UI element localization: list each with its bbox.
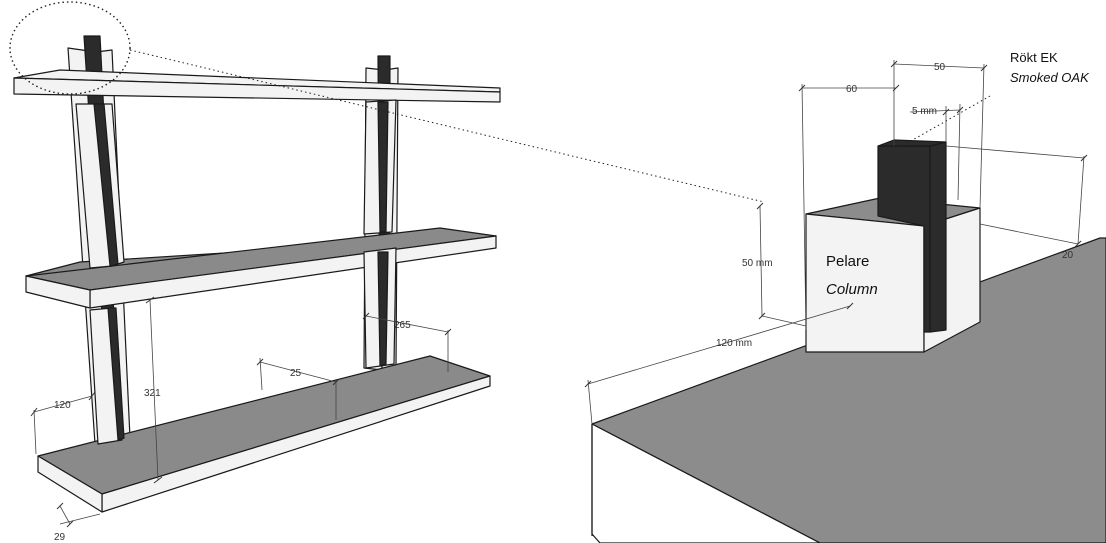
part-label: Pelare — [826, 253, 869, 270]
top-shelf — [13, 69, 501, 103]
steel-bar-top — [877, 139, 947, 147]
dim-120-label: 120 — [54, 400, 71, 411]
dim-25: 25 — [256, 357, 340, 420]
material-label: Rökt EK — [1010, 50, 1058, 65]
dim-5mm-label: 5 mm — [912, 106, 937, 117]
dim-120mm-label: 120 mm — [716, 338, 752, 349]
dim-5mm: 5 mm — [909, 103, 964, 201]
top-shelf-front — [13, 77, 501, 103]
left-steel-mid — [93, 103, 119, 267]
dim-60: 60 — [798, 83, 900, 331]
dim-25-label: 25 — [290, 368, 302, 379]
right-steel-low — [377, 251, 389, 367]
detail-view: 60 50 5 mm 50 mm — [584, 50, 1106, 543]
left-steel-low — [107, 307, 125, 441]
detail-callout-circle — [9, 1, 131, 95]
dim-29: 29 — [54, 502, 101, 543]
dim-20-label: 20 — [1062, 250, 1074, 261]
dim-60-label: 60 — [846, 84, 858, 95]
dim-120: 120 — [30, 391, 96, 455]
detail-callout-leader — [129, 49, 765, 203]
dim-120mm: 120 mm — [584, 302, 854, 425]
dim-29-label: 29 — [54, 532, 66, 543]
dim-50-label: 50 — [934, 62, 946, 73]
right-steel-mid — [377, 101, 389, 233]
middle-shelf-side — [25, 275, 91, 309]
dim-321: 321 — [144, 296, 163, 484]
part-label-en: Column — [826, 281, 878, 298]
steel-bar-side — [929, 141, 947, 333]
dim-50mm: 50 mm — [742, 202, 807, 327]
dim-321-label: 321 — [144, 388, 161, 399]
bottom-shelf — [37, 355, 491, 513]
shelf-unit: 120 321 25 265 — [9, 1, 765, 543]
material-leader — [901, 95, 991, 147]
dim-265-label: 265 — [394, 320, 411, 331]
dim-265: 265 — [362, 312, 452, 372]
dim-50: 50 — [890, 60, 988, 209]
dim-50mm-label: 50 mm — [742, 258, 773, 269]
dim-20: 20 — [945, 145, 1088, 261]
material-label-en: Smoked OAK — [1010, 70, 1090, 85]
bottom-shelf-side — [37, 455, 103, 513]
